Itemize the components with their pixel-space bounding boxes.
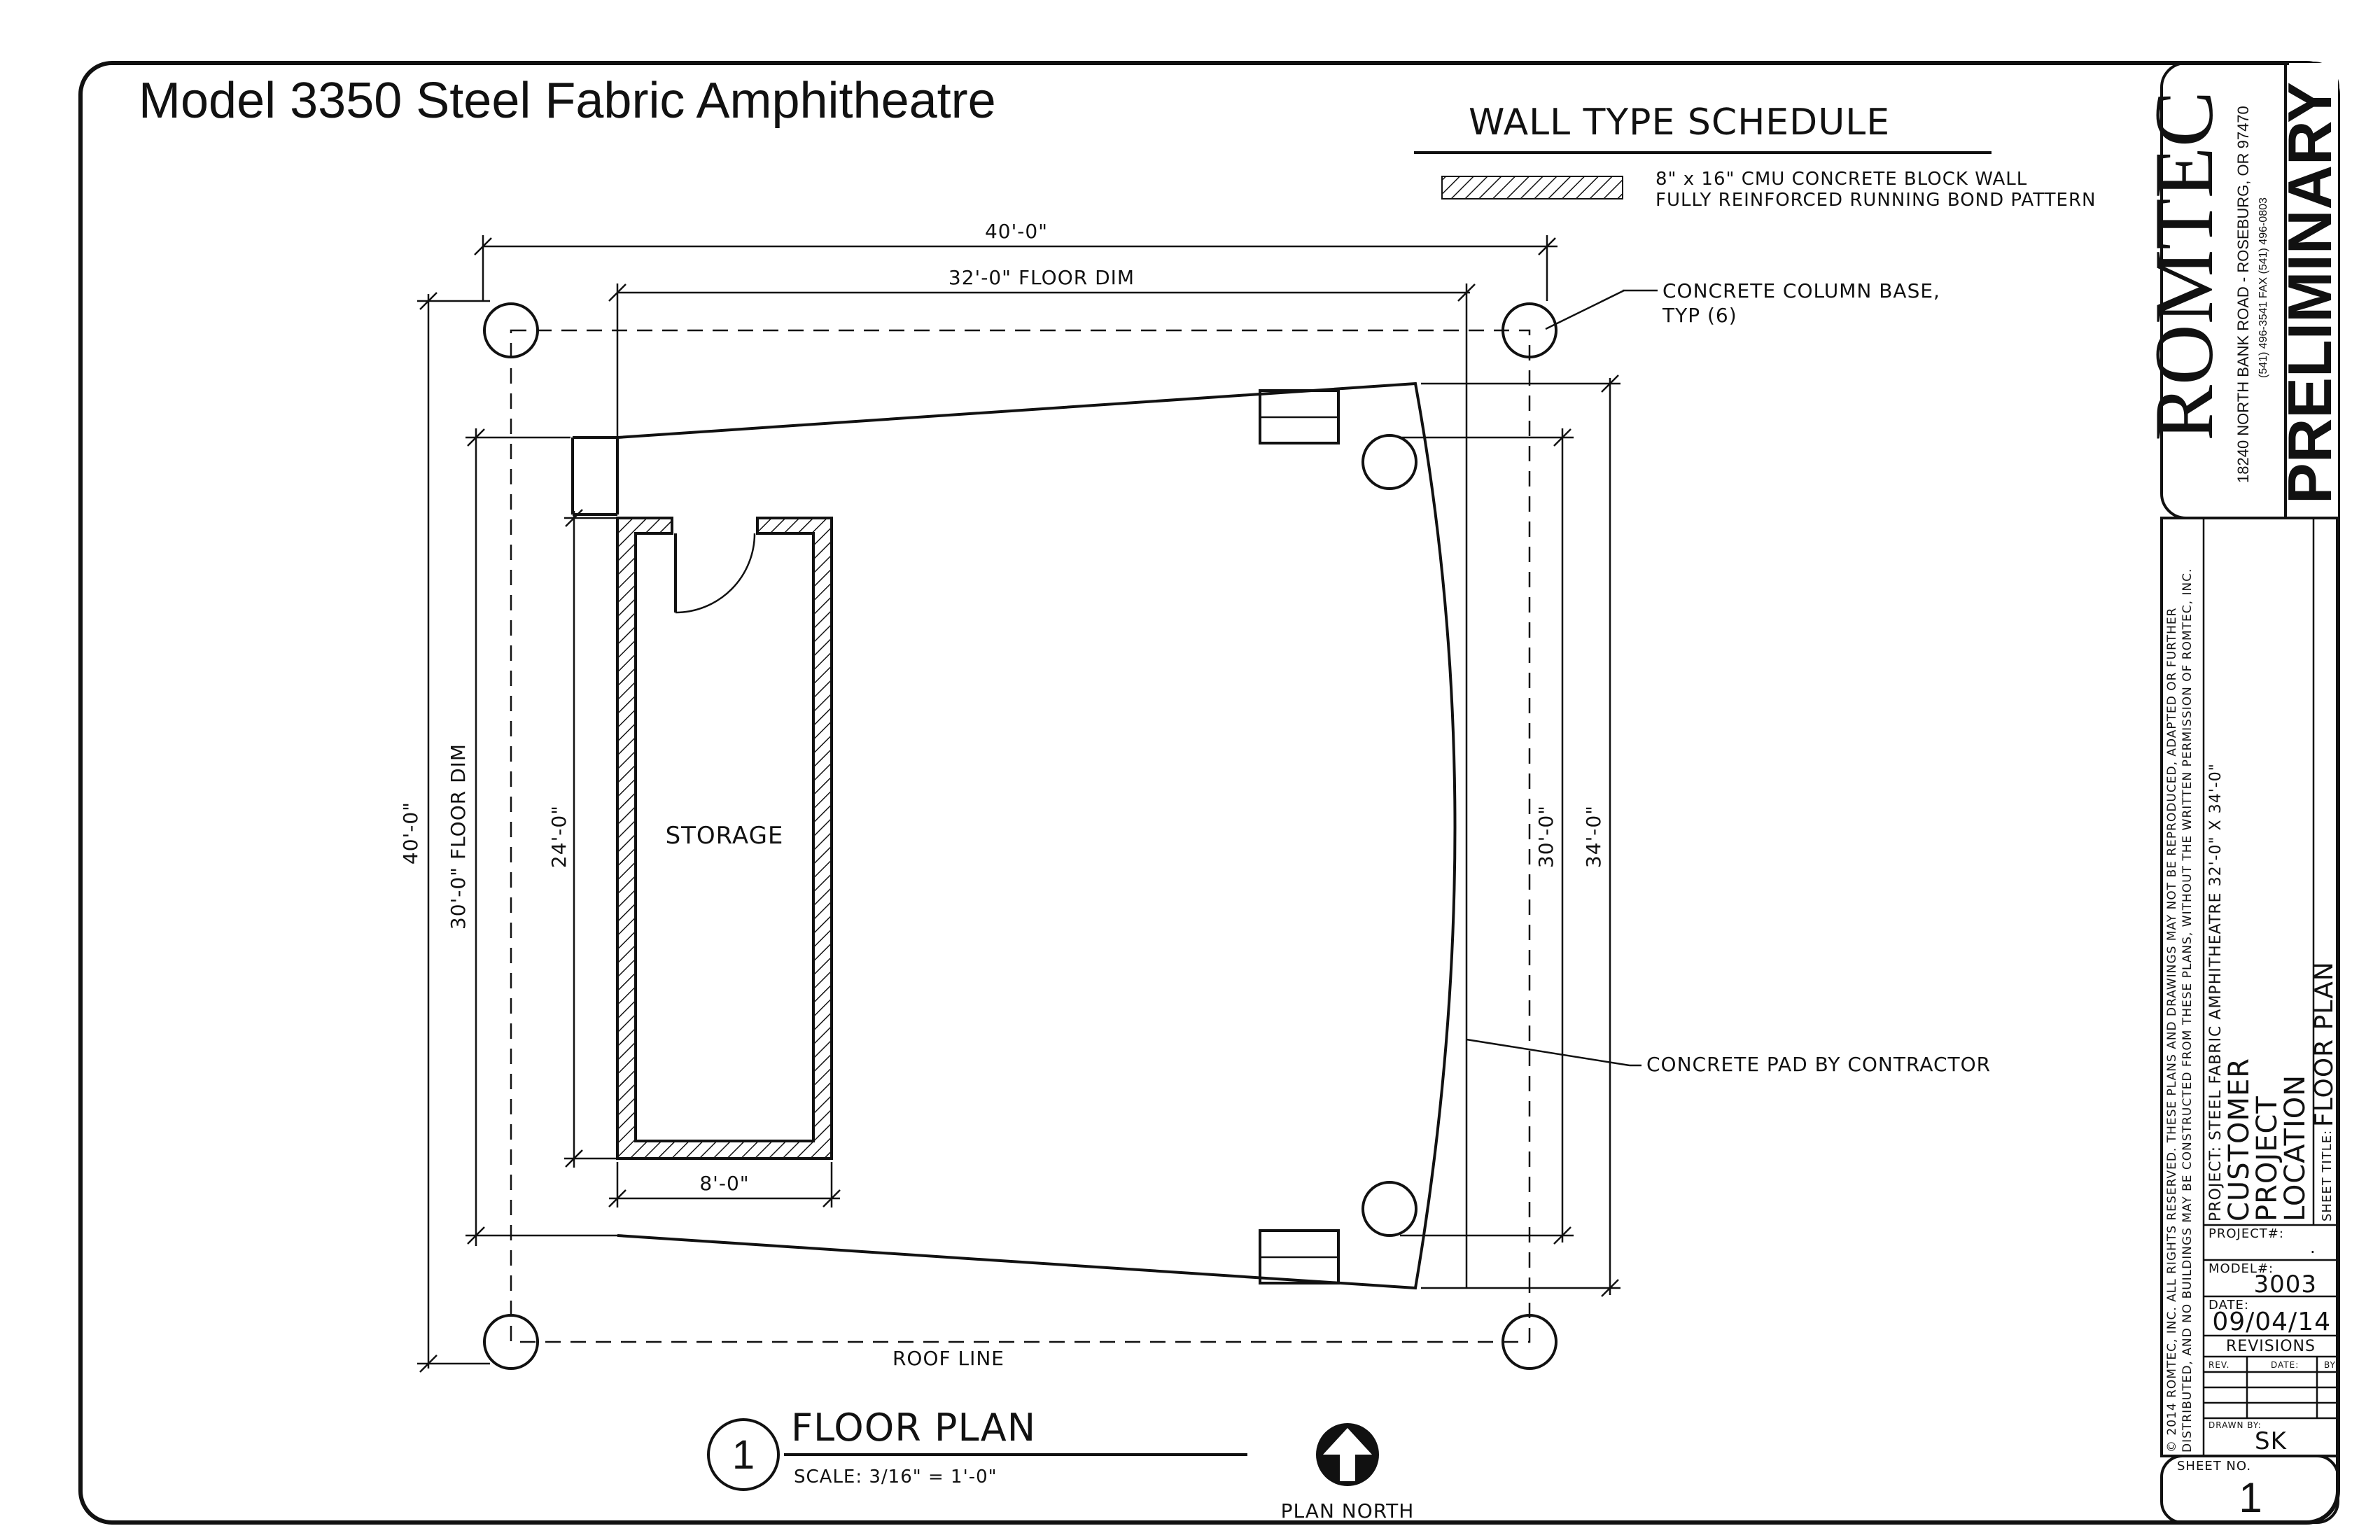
- model-number: 3003: [2253, 1270, 2317, 1298]
- company-logo: ROMTEC: [2137, 91, 2230, 441]
- revision-column-rev: REV.: [2208, 1360, 2230, 1370]
- view-name: FLOOR PLAN: [791, 1406, 1036, 1450]
- company-phone: (541) 496-3541 FAX (541) 496-0803: [2258, 197, 2269, 378]
- note-text: CONCRETE PAD BY CONTRACTOR: [1646, 1053, 1991, 1076]
- wall-schedule-line-1: 8" x 16" CMU CONCRETE BLOCK WALL: [1656, 169, 2027, 190]
- view-number-bubble: [707, 1418, 780, 1491]
- sheet-number: 1: [2239, 1474, 2262, 1521]
- dimension-right-inner: 30'-0": [1400, 428, 1574, 1245]
- column-base: [483, 302, 539, 358]
- dimension-storage-width: 8'-0": [608, 1162, 841, 1208]
- company-address: 18240 NORTH BANK ROAD - ROSEBURG, OR 974…: [2234, 106, 2252, 483]
- revision-column-date: DATE:: [2271, 1360, 2299, 1370]
- dim-text: 30'-0" FLOOR DIM: [447, 743, 470, 930]
- floor-plan: STORAGE 40'-0" 32'-0" FLOOR DIM: [399, 220, 1991, 1373]
- preliminary-stamp: [2289, 63, 2338, 518]
- dim-text: 24'-0": [547, 805, 570, 868]
- dim-text: 34'-0": [1582, 805, 1605, 868]
- column-base: [1362, 434, 1418, 490]
- wall-type-schedule: WALL TYPE SCHEDULE 8" x 16" CMU CONCRETE…: [1414, 102, 2096, 211]
- model-label: MODEL#:: [2208, 1261, 2274, 1276]
- sheet-title: FLOOR PLAN: [2310, 961, 2339, 1127]
- project-number-label: PROJECT#:: [2208, 1226, 2284, 1241]
- revision-column-by: BY: [2324, 1360, 2336, 1370]
- north-arrow: PLAN NORTH: [1281, 1423, 1415, 1522]
- dim-text: 40'-0": [399, 802, 422, 864]
- dimension-left-floor: 30'-0" FLOOR DIM: [447, 428, 617, 1246]
- copyright-line-2: DISTRIBUTED, AND NO BUILDINGS MAY BE CON…: [2180, 568, 2194, 1452]
- sheet-number-label: SHEET NO.: [2177, 1459, 2251, 1474]
- dimension-top-overall: 40'-0": [474, 220, 1558, 301]
- note-text: TYP (6): [1662, 304, 1737, 327]
- column-base-note: CONCRETE COLUMN BASE, TYP (6): [1545, 279, 1940, 330]
- stage-step-top: [1259, 389, 1340, 444]
- dimension-storage-height: 24'-0": [547, 509, 616, 1168]
- dimension-right-outer: 34'-0": [1421, 374, 1620, 1297]
- wall-schedule-heading: WALL TYPE SCHEDULE: [1469, 102, 1890, 144]
- dimension-left-overall: 40'-0": [399, 292, 490, 1373]
- dim-text: 8'-0": [699, 1172, 749, 1195]
- drawing-title: Model 3350 Steel Fabric Amphitheatre: [139, 73, 996, 129]
- project-label: PROJECT: STEEL FABRIC AMPHITHEATRE 32'-0…: [2207, 763, 2225, 1222]
- customer-name: CUSTOMER: [2223, 1058, 2255, 1222]
- north-arrow-label: PLAN NORTH: [1281, 1499, 1415, 1522]
- wall-schedule-line-2: FULLY REINFORCED RUNNING BOND PATTERN: [1656, 190, 2096, 211]
- column-base: [1502, 1314, 1558, 1370]
- date-value: 09/04/14: [2212, 1308, 2331, 1336]
- view-scale: SCALE: 3/16" = 1'-0": [794, 1466, 997, 1488]
- location-name: LOCATION: [2279, 1074, 2311, 1222]
- project-name: PROJECT: [2251, 1096, 2283, 1222]
- company-name: ROMTEC: [2137, 91, 2230, 441]
- revisions-heading: REVISIONS: [2226, 1338, 2316, 1355]
- sheet-title-label: SHEET TITLE:: [2320, 1130, 2334, 1222]
- view-number: 1: [732, 1432, 755, 1478]
- copyright-line-1: © 2014 ROMTEC, INC. ALL RIGHTS RESERVED.…: [2165, 608, 2179, 1452]
- note-text: CONCRETE COLUMN BASE,: [1662, 279, 1940, 302]
- dimension-floor-width: 32'-0" FLOOR DIM: [608, 266, 1476, 1288]
- roof-line: [510, 329, 1531, 1343]
- column-base: [1362, 1181, 1418, 1237]
- dim-text: 32'-0" FLOOR DIM: [948, 266, 1135, 289]
- stage-step-bottom: [1259, 1229, 1340, 1284]
- storage-room: STORAGE: [616, 517, 833, 1160]
- date-label: DATE:: [2208, 1298, 2249, 1312]
- dim-text: 40'-0": [985, 220, 1048, 243]
- project-number: .: [2310, 1238, 2316, 1257]
- column-base: [1502, 302, 1558, 358]
- drawn-by-label: DRAWN BY:: [2208, 1420, 2262, 1430]
- concrete-pad-note: CONCRETE PAD BY CONTRACTOR: [1466, 1038, 1991, 1076]
- dim-text: 30'-0": [1534, 805, 1558, 868]
- cmu-wall-hatch-swatch: [1441, 176, 1623, 200]
- drawn-by-value: SK: [2255, 1427, 2288, 1455]
- roof-line-label: ROOF LINE: [892, 1347, 1004, 1370]
- sheet-border: [78, 61, 2340, 1525]
- concrete-pad: [617, 382, 1457, 1290]
- title-block: ROMTEC 18240 NORTH BANK ROAD - ROSEBURG,…: [2137, 62, 2344, 1524]
- preliminary-text: PRELIMINARY: [2275, 82, 2344, 504]
- column-base: [483, 1314, 539, 1370]
- storage-label: STORAGE: [666, 822, 784, 850]
- view-title: 1 FLOOR PLAN SCALE: 3/16" = 1'-0": [707, 1406, 1247, 1491]
